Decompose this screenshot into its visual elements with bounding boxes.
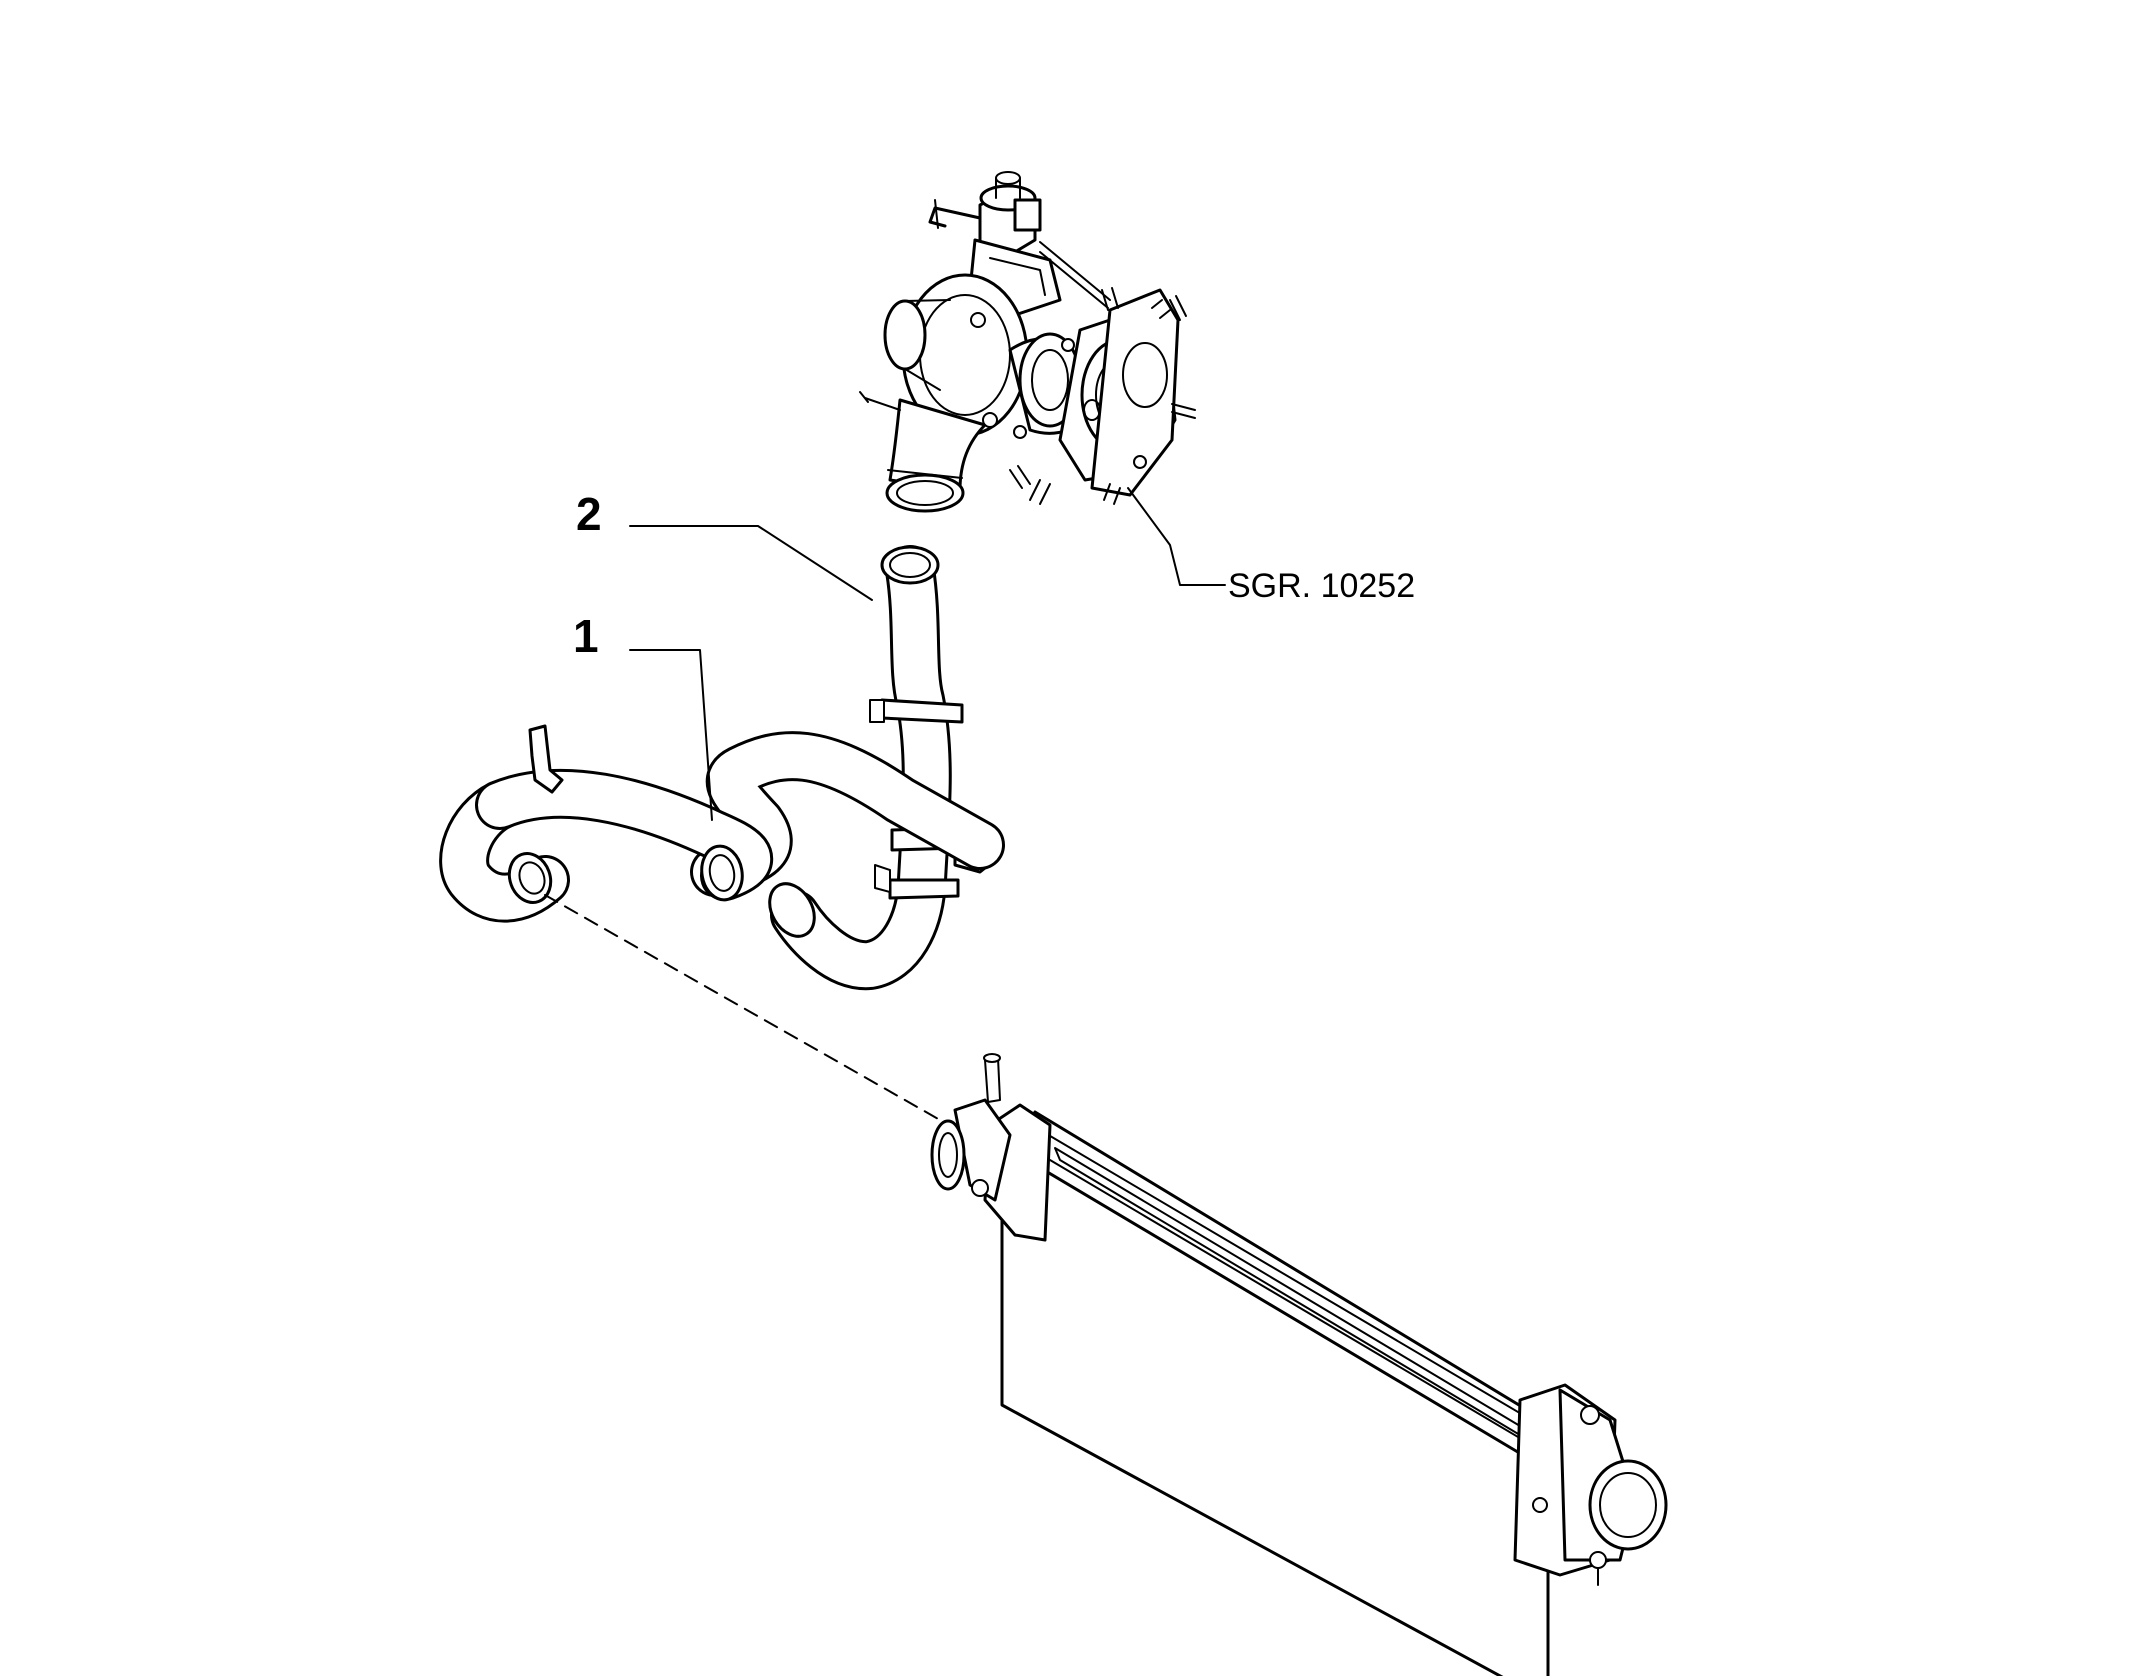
callout-2-label[interactable]: 2 [576,488,602,540]
intercooler-icon[interactable] [930,1053,1668,1676]
callout-1-label[interactable]: 1 [573,610,599,662]
reference-label[interactable]: SGR. 10252 [1228,567,1415,605]
assembly-dashed-line [544,894,941,1121]
hose-1-icon[interactable] [439,724,1005,923]
callout-1-leader [629,649,713,821]
turbocharger-icon[interactable] [859,171,1196,513]
callout-2-leader [629,525,873,601]
reference-leader [1127,487,1226,586]
